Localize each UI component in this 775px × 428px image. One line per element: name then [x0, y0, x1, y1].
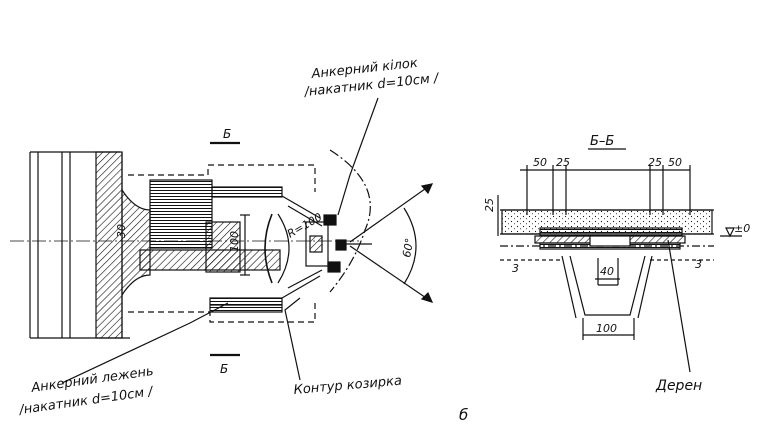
- section-dim-bottom-100: 100: [596, 322, 617, 335]
- section-mark-3-right: 3: [695, 258, 702, 271]
- section-level-zero: ±0: [734, 222, 750, 235]
- section-dim-height-25: 25: [483, 198, 496, 212]
- section-view: [497, 148, 742, 373]
- section-dim-bottom-40: 40: [600, 265, 614, 278]
- visor-contour-label: Контур козирка: [293, 374, 402, 398]
- plan-dim-inner-width: 100: [228, 231, 241, 252]
- section-mark-bottom: Б: [220, 362, 228, 376]
- section-title: Б–Б: [590, 134, 614, 149]
- section-mark-top: Б: [223, 127, 231, 141]
- section-mark-3-left: 3: [512, 262, 519, 275]
- plan-view: [10, 97, 434, 384]
- turf-label: Дерен: [655, 378, 702, 394]
- section-dim-top-50-right: 50: [668, 156, 682, 169]
- plan-dim-side-width: 30: [115, 224, 128, 238]
- section-dim-top-50-left: 50: [533, 156, 547, 169]
- section-dim-top-25-left: 25: [556, 156, 570, 169]
- figure-letter: б: [459, 406, 468, 424]
- section-dim-top-25-right: 25: [648, 156, 662, 169]
- plan-dim-angle: 60°: [400, 237, 416, 258]
